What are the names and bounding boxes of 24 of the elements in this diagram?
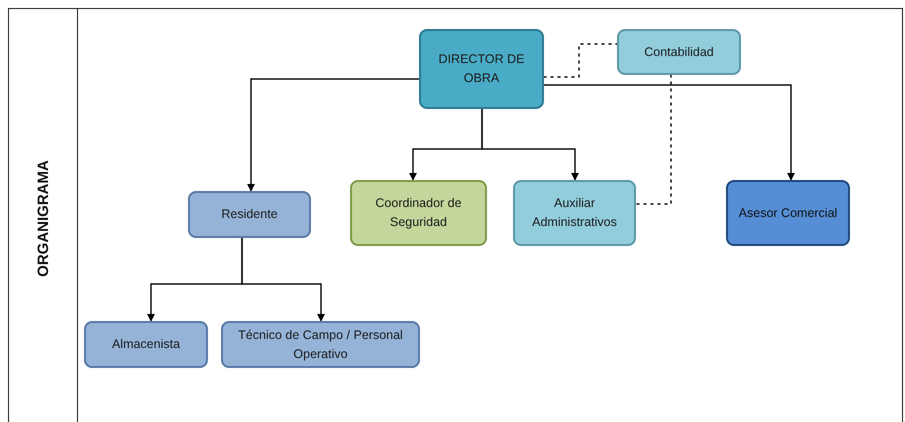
arrow — [543, 84, 795, 181]
role-title: Técnico de Campo / Personal Operativo — [237, 326, 404, 363]
role-box — [350, 180, 487, 246]
role-title: Coordinador de Seguridad — [374, 195, 463, 231]
role-box — [726, 180, 850, 246]
role-title: Contabilidad — [644, 44, 714, 61]
arrow — [247, 78, 420, 192]
lane-title: ORGANIGRAMA — [34, 160, 52, 277]
role-box — [84, 321, 208, 368]
role-title: Auxiliar Administrativos — [531, 195, 618, 231]
swimlane-pool — [8, 8, 903, 422]
role-box — [617, 29, 741, 75]
role-title: Residente — [221, 206, 278, 224]
arrow — [481, 108, 579, 181]
role-box — [188, 191, 311, 238]
role-title: Almacenista — [112, 336, 180, 354]
role-box — [221, 321, 420, 368]
dotted-connector — [543, 43, 618, 78]
role-title: Asesor Comercial — [738, 204, 838, 222]
role-box — [419, 29, 544, 109]
role-title: DIRECTOR DE OBRA — [438, 51, 526, 87]
role-box — [513, 180, 636, 246]
dotted-connector — [635, 74, 672, 205]
arrow — [241, 237, 325, 322]
